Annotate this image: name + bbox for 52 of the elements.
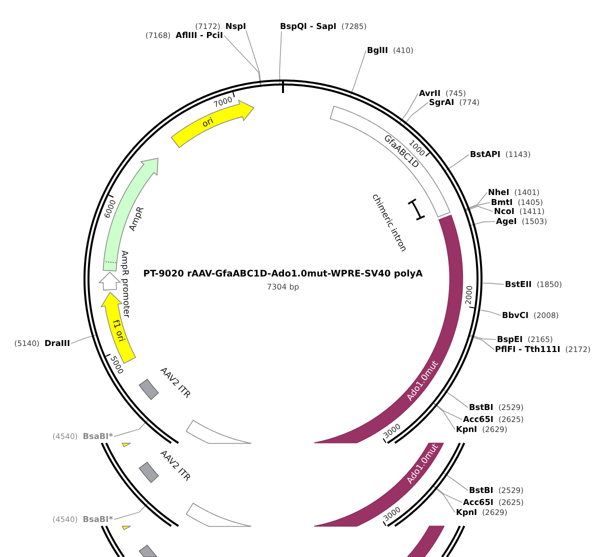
feature-label: f1 ori xyxy=(110,319,126,344)
leader-line xyxy=(442,472,468,491)
enzyme-name: BstBI xyxy=(469,402,494,412)
leader-line xyxy=(70,334,98,344)
enzyme-name: BspEI xyxy=(497,334,523,344)
enzyme-name: NspI xyxy=(225,20,246,30)
leader-line xyxy=(442,389,468,408)
feature-label: ori xyxy=(200,116,215,130)
enzyme-name: PflFI - Tth111I xyxy=(495,344,560,354)
enzyme-name: KpnI xyxy=(456,424,478,434)
leader-line xyxy=(468,334,496,340)
enzyme-name: DraIII xyxy=(44,338,70,348)
leader-line xyxy=(350,50,366,97)
enzyme-name: BstAPI xyxy=(470,149,500,159)
enzyme-name: BsaBI* xyxy=(82,514,113,524)
enzyme-name: Acc65I xyxy=(463,497,494,507)
enzyme-name: BbvCI xyxy=(502,310,528,320)
enzyme-name: AvrII xyxy=(419,88,441,98)
leader-line xyxy=(470,221,496,226)
leader-line xyxy=(224,35,261,86)
plasmid-name: PT-9020 rAAV-GfaABC1D-Ado1.0mut-WPRE-SV40 polyA xyxy=(143,270,423,280)
feature-label: AmpR promoter xyxy=(118,250,132,318)
enzyme-name: BstBI xyxy=(469,485,494,495)
enzyme-name: AgeI xyxy=(496,216,517,226)
leader-line xyxy=(464,192,488,210)
leader-line xyxy=(464,206,494,212)
leader-line xyxy=(246,30,262,86)
leader-line xyxy=(464,202,490,210)
leader-line xyxy=(279,31,282,85)
leader-line xyxy=(432,486,456,513)
leader-line xyxy=(480,310,502,316)
leader-line xyxy=(432,485,462,503)
enzyme-name: KpnI xyxy=(456,507,478,517)
enzyme-name: NcoI xyxy=(494,206,514,216)
leader-line xyxy=(432,402,456,430)
enzyme-name: BspQI - SapI xyxy=(280,20,336,30)
leader-line xyxy=(402,102,428,126)
enzyme-name: NheI xyxy=(488,187,510,197)
leader-line xyxy=(432,402,462,420)
leader-line xyxy=(398,93,418,124)
enzyme-name: BsaBI* xyxy=(82,431,113,441)
leader-line xyxy=(482,282,504,285)
leader-line xyxy=(114,502,149,520)
enzyme-name: SgrAI xyxy=(429,97,454,107)
enzyme-name: BstEII xyxy=(505,279,532,289)
enzyme-name: Acc65I xyxy=(463,414,494,424)
leader-line xyxy=(468,336,494,350)
enzyme-name: BmtI xyxy=(491,197,513,207)
enzyme-name: BglII xyxy=(367,45,388,55)
leader-line xyxy=(444,154,470,172)
leader-line xyxy=(114,419,149,437)
enzyme-name: AflIII - PciI xyxy=(176,30,223,40)
